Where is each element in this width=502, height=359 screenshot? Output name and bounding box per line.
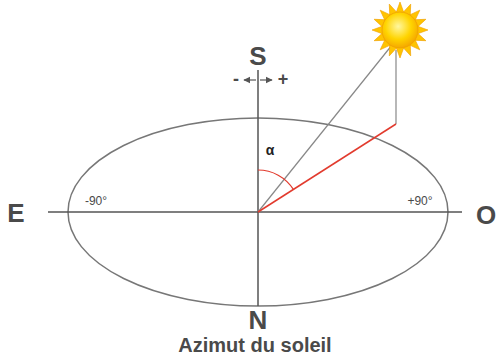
sun-ray bbox=[396, 2, 404, 13]
sun-ray bbox=[417, 26, 428, 34]
compass-letter: O bbox=[476, 202, 496, 228]
compass-letter: E bbox=[7, 200, 24, 226]
sun-ray bbox=[372, 26, 383, 34]
sign-label: + bbox=[278, 70, 289, 88]
compass-letter: S bbox=[249, 43, 266, 69]
east-west-axis bbox=[48, 211, 462, 213]
angle-arc bbox=[258, 170, 293, 189]
negative-arrow bbox=[244, 79, 256, 80]
azimuth-line bbox=[258, 124, 396, 212]
degree-label: +90° bbox=[407, 195, 432, 207]
sun-ray bbox=[396, 47, 404, 58]
sign-label: - bbox=[233, 70, 239, 88]
sun-projection-line bbox=[395, 50, 396, 124]
sun-symbol bbox=[372, 2, 428, 58]
angle-symbol: α bbox=[266, 143, 275, 157]
south-north-axis bbox=[257, 70, 259, 306]
positive-arrow bbox=[260, 79, 272, 80]
compass-letter: N bbox=[249, 307, 268, 333]
degree-label: -90° bbox=[85, 195, 107, 207]
caption: Azimut du soleil bbox=[178, 335, 331, 355]
sun-disc bbox=[382, 12, 418, 48]
sun-ray-line bbox=[258, 45, 392, 212]
